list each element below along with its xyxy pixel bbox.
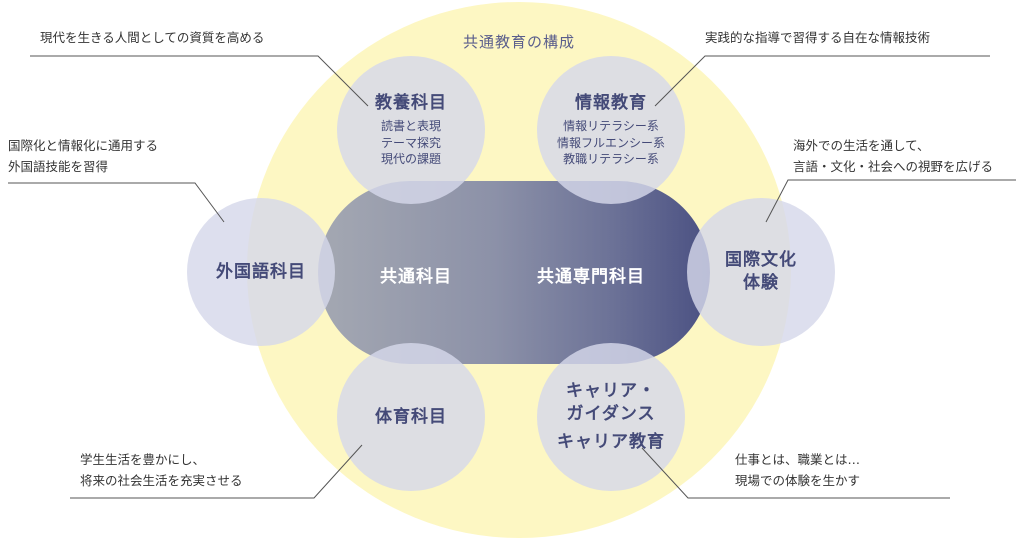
- circle-kyoyo-item: テーマ探究: [380, 135, 441, 150]
- circle-joho-item: 情報リテラシー系: [563, 118, 659, 133]
- circle-kyoyo-item: 読書と表現: [380, 118, 441, 133]
- annotation-career: 仕事とは、職業とは… 現場での体験を生かす: [735, 450, 860, 491]
- annotation-kokusai: 海外での生活を通して、 言語・文化・社会への視野を広げる: [793, 136, 993, 177]
- circle-kyoyo: 教養科目 読書と表現 テーマ探究 現代の課題: [337, 56, 485, 204]
- circle-kokusai-title-line: 国際文化: [725, 250, 797, 271]
- circle-kyoyo-items: 読書と表現 テーマ探究 現代の課題: [381, 118, 441, 168]
- annotation-kokusai-line: 海外での生活を通して、: [793, 138, 930, 153]
- circle-gaikokugo-title: 外国語科目: [216, 261, 306, 282]
- circle-gaikokugo: 外国語科目: [187, 198, 335, 346]
- circle-career-title: キャリア・ ガイダンス キャリア教育: [557, 380, 665, 455]
- diagram-title: 共通教育の構成: [462, 33, 575, 51]
- circle-kokusai-title-line: 体験: [743, 273, 779, 293]
- pill-label-kyotsu-senmon-kamoku: 共通専門科目: [537, 267, 645, 287]
- annotation-gaikokugo-line: 外国語技能を習得: [8, 158, 109, 174]
- annotation-joho: 実践的な指導で習得する自在な情報技術: [705, 30, 931, 45]
- leader-line-joho: [654, 55, 990, 107]
- annotation-kokusai-line: 言語・文化・社会への視野を広げる: [793, 158, 994, 174]
- leader-line-gaikokugo: [8, 182, 225, 223]
- annotation-gaikokugo-line: 国際化と情報化に通用する: [8, 138, 159, 153]
- circle-joho-item: 情報フルエンシー系: [556, 135, 665, 150]
- annotation-career-line: 現場での体験を生かす: [735, 472, 861, 488]
- annotation-taiiku: 学生生活を豊かにし、 将来の社会生活を充実させる: [80, 450, 243, 491]
- pill-label-kyotsu-kamoku: 共通科目: [380, 267, 452, 287]
- circle-kokusai: 国際文化 体験: [687, 198, 835, 346]
- circle-kokusai-title: 国際文化 体験: [725, 249, 797, 295]
- circle-taiiku: 体育科目: [337, 343, 485, 491]
- leader-line-kokusai: [765, 179, 1016, 223]
- circle-joho-title: 情報教育: [575, 92, 647, 113]
- circle-career-title-line: キャリア教育: [557, 432, 665, 453]
- circle-kyoyo-title: 教養科目: [375, 92, 447, 113]
- circle-kyoyo-item: 現代の課題: [380, 152, 441, 167]
- circle-career-title-line: ガイダンス: [566, 403, 656, 424]
- annotation-taiiku-line: 学生生活を豊かにし、: [80, 452, 206, 467]
- circle-taiiku-title: 体育科目: [375, 406, 447, 427]
- center-pill: [318, 181, 710, 364]
- leader-line-career: [641, 447, 950, 499]
- circle-career-title-line: キャリア・: [566, 380, 656, 401]
- annotation-taiiku-line: 将来の社会生活を充実させる: [80, 472, 243, 488]
- leader-line-taiiku: [70, 444, 363, 499]
- circle-career: キャリア・ ガイダンス キャリア教育: [537, 343, 685, 491]
- leader-line-kyoyo: [30, 55, 369, 107]
- circle-joho: 情報教育 情報リテラシー系 情報フルエンシー系 教職リテラシー系: [537, 56, 685, 204]
- circle-joho-items: 情報リテラシー系 情報フルエンシー系 教職リテラシー系: [557, 118, 665, 168]
- annotation-gaikokugo: 国際化と情報化に通用する 外国語技能を習得: [8, 136, 158, 177]
- circle-joho-item: 教職リテラシー系: [563, 152, 659, 167]
- annotation-career-line: 仕事とは、職業とは…: [735, 452, 861, 467]
- annotation-kyoyo: 現代を生きる人間としての資質を高める: [40, 30, 265, 45]
